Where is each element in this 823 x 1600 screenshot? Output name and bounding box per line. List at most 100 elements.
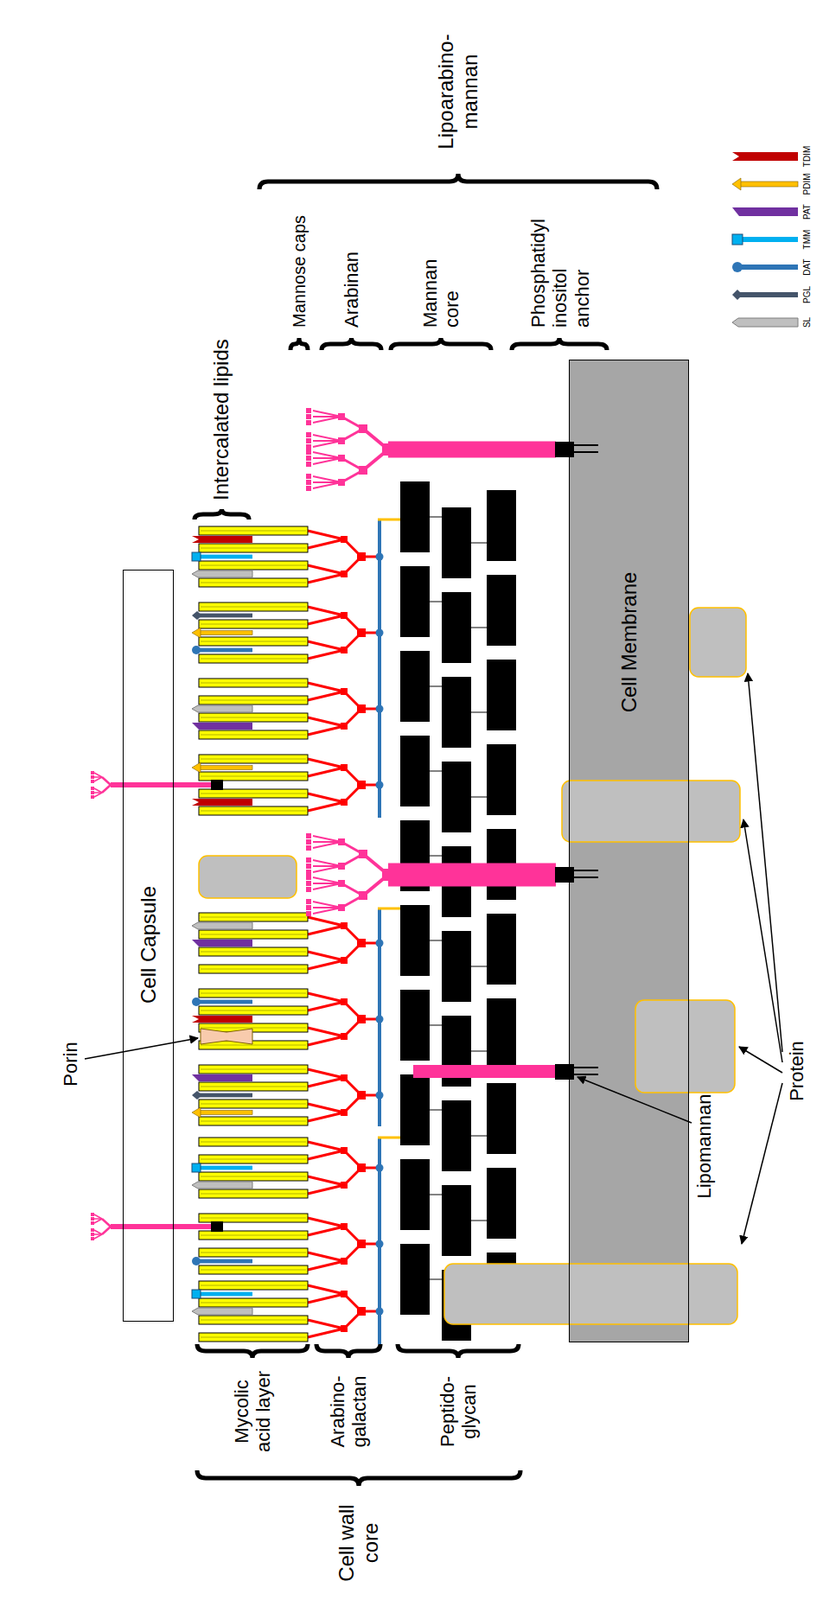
arabinose-unit	[357, 1307, 366, 1316]
mannose-cap	[306, 473, 312, 479]
protein	[635, 1000, 735, 1093]
arabinan-branch	[307, 1261, 345, 1270]
mycolic-acid-chain	[198, 1137, 308, 1147]
peptide-crosslink	[471, 711, 487, 714]
peptidoglycan-block	[400, 989, 430, 1061]
mycolic-acid-chain	[198, 1099, 308, 1109]
mycolic-acid-chain-line	[200, 1121, 307, 1123]
peptide-crosslink	[429, 1024, 442, 1027]
peptide-crosslink	[471, 1135, 487, 1137]
arabinose-unit	[340, 922, 348, 930]
pdim-lipid	[199, 1110, 253, 1116]
arabinan-branch	[307, 1150, 345, 1160]
tmm-head	[191, 552, 201, 562]
peptide-crosslink	[471, 626, 487, 629]
arabinan-branch	[307, 802, 345, 811]
sl-lipid	[191, 570, 253, 578]
node-label: Cell Capsule	[136, 886, 161, 1004]
mannose-cap	[306, 886, 312, 893]
mycolic-acid-chain	[198, 695, 308, 705]
cell-capsule: Cell Capsule	[122, 569, 174, 1322]
galactan-unit	[376, 1091, 384, 1100]
arabinan-branch	[307, 615, 345, 625]
mannose-cap	[90, 786, 95, 791]
mannose-cap-link	[312, 901, 342, 908]
cell-membrane: Cell Membrane	[568, 359, 690, 1343]
mycolic-acid-chain	[198, 754, 308, 764]
arabinan-branch	[307, 1103, 345, 1113]
mycolic-acid-chain-line	[200, 793, 307, 795]
mannose-cap-link	[312, 835, 342, 843]
mycolic-acid-chain-line	[200, 734, 307, 736]
mycolic-acid-chain	[198, 637, 308, 646]
mycolic-acid-chain-line	[200, 1010, 307, 1012]
peptide-crosslink	[429, 770, 442, 772]
galactan-unit	[376, 705, 384, 714]
arabinose-unit	[340, 1147, 348, 1155]
mannose-cap	[306, 438, 312, 444]
arabinose-unit	[358, 891, 368, 900]
lipid-tail	[572, 1073, 599, 1076]
legend-label: SL	[802, 317, 813, 328]
mycolic-acid-chain	[198, 806, 308, 816]
tmm-head	[191, 1289, 201, 1299]
mannose-cap	[306, 839, 312, 845]
part-label: Cell wall core	[334, 1494, 383, 1592]
mannose-cap-link	[312, 842, 342, 849]
arabinose-unit	[357, 1163, 366, 1173]
mycolic-acid-chain-line	[200, 1103, 307, 1105]
protein	[444, 1263, 738, 1325]
mannose-cap-link	[312, 883, 342, 890]
mannose-cap	[90, 1232, 95, 1237]
pdim-lipid	[199, 631, 253, 636]
arabinan-branch	[307, 717, 345, 727]
mycolic-acid-chain-line	[200, 759, 307, 760]
mannose-cap	[306, 455, 312, 461]
pdim-lipid	[740, 181, 798, 187]
part-label: Arabino- galactan	[326, 1368, 371, 1455]
arabinose-unit	[357, 938, 366, 948]
leader-line	[577, 1077, 692, 1123]
mycolic-acid-chain-line	[200, 1269, 307, 1271]
mannose-cap	[306, 461, 312, 467]
mannose-cap-link	[312, 482, 342, 489]
mannose-cap-link	[312, 440, 342, 447]
mannose-cap	[90, 1221, 95, 1225]
lam-mannan-core	[388, 441, 556, 459]
mycolic-acid-chain	[198, 1189, 308, 1199]
legend-label: DAT	[802, 258, 813, 275]
galactan-unit	[376, 629, 384, 638]
peptide-crosslink	[429, 1193, 442, 1196]
mannose-cap	[90, 791, 95, 795]
mycolic-acid-chain-line	[200, 530, 307, 532]
mycolic-acid-chain-line	[200, 1159, 307, 1161]
bracket	[197, 1470, 521, 1487]
mannose-cap	[90, 1237, 95, 1241]
mannose-cap	[306, 432, 312, 438]
peptide-crosslink	[471, 1050, 487, 1053]
arabinose-unit	[357, 780, 366, 790]
pat-lipid	[191, 722, 253, 730]
part-label: Arabinan	[340, 251, 363, 328]
part-label: Intercalated lipids	[209, 338, 234, 501]
arabinan-branch	[307, 682, 345, 692]
lam-branch	[102, 784, 111, 793]
arabinose-unit	[382, 868, 395, 881]
arabinan-branch	[307, 1176, 345, 1186]
peptide-crosslink	[429, 1109, 442, 1111]
mannose-cap	[306, 479, 312, 485]
mannose-cap	[306, 485, 312, 492]
mycolic-acid-chain	[198, 654, 308, 664]
part-label: Mycolic acid layer	[230, 1364, 275, 1460]
leader-line	[741, 1083, 783, 1245]
mycolic-acid-chain-line	[200, 1235, 307, 1237]
sl-lipid	[191, 1181, 253, 1189]
mycolic-acid-chain	[198, 730, 308, 740]
leader-line	[743, 819, 783, 1063]
mannose-cap-link	[94, 788, 103, 793]
arabinan-branch	[307, 993, 345, 1002]
dat-head	[732, 261, 743, 273]
peptide-crosslink	[429, 854, 442, 857]
pdim-head	[191, 627, 201, 638]
lam-stem	[110, 782, 215, 788]
